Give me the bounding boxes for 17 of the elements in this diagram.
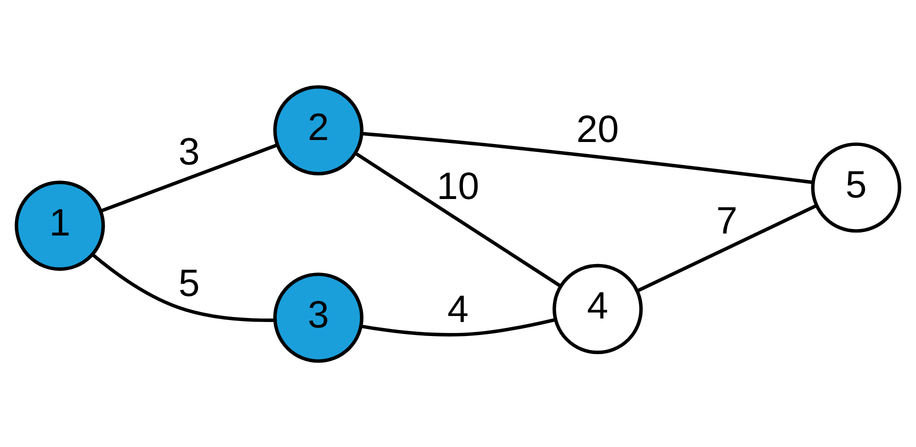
edge-label: 4: [447, 288, 469, 331]
node-circle: 3: [273, 272, 364, 362]
node-circle: 4: [552, 263, 643, 354]
edge-label: 7: [716, 199, 738, 242]
edge-label: 20: [576, 107, 619, 150]
node-circle: 5: [811, 142, 902, 232]
connector: [636, 204, 817, 292]
connector: [91, 252, 275, 322]
node-circle: 1: [14, 180, 105, 270]
edge-label: 3: [178, 130, 200, 173]
edge-label: 10: [436, 164, 480, 208]
connector: [362, 131, 814, 184]
connector: [100, 143, 278, 212]
connector: [354, 151, 562, 288]
connector: [361, 317, 556, 336]
node-circle: 2: [273, 84, 364, 175]
edge-label: 5: [178, 262, 200, 305]
